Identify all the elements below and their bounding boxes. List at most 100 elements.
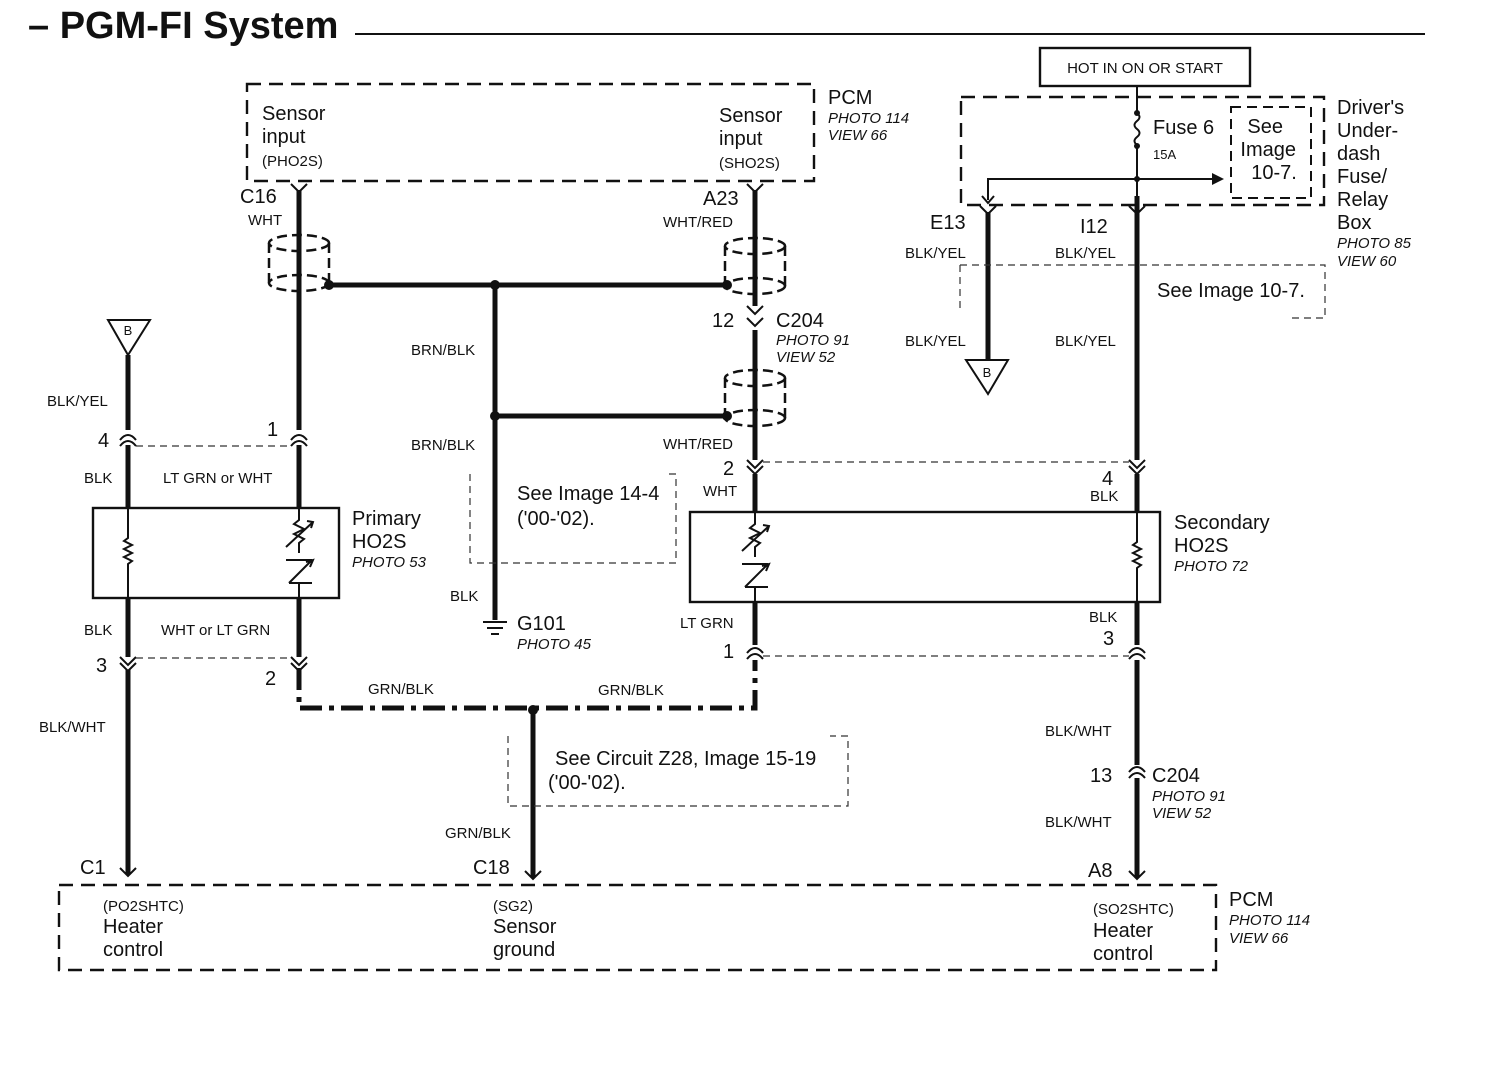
wire-label-blk-yel-e13-low: BLK/YEL xyxy=(905,333,966,350)
fuse-6-symbol xyxy=(1133,97,1141,196)
shield-drain-splice-top xyxy=(490,280,500,290)
ground-g101-photo: PHOTO 45 xyxy=(517,636,592,653)
note-z28: See Circuit Z28, Image 15-19 ('00-'02). xyxy=(548,748,822,794)
wire-label-lt-grn-mid: LT GRN xyxy=(680,615,734,632)
c204-top-view: VIEW 52 xyxy=(776,349,836,366)
pin-4-right-arrow xyxy=(1128,459,1146,470)
secondary-ho2s-box xyxy=(688,510,1162,604)
c204-bottom-pin-arc xyxy=(1128,766,1146,773)
pcm-top-label: PCM xyxy=(828,87,872,109)
shield-secondary-lower-dot xyxy=(722,411,732,421)
wire-label-blk-yel-left: BLK/YEL xyxy=(47,393,108,410)
pcm-top-left-input: Sensor input (PHO2S) xyxy=(262,103,331,170)
wire-label-brn-blk-2: BRN/BLK xyxy=(411,437,475,454)
pin-3-left: 3 xyxy=(96,655,107,677)
fuse-box-photo: PHOTO 85 xyxy=(1337,235,1412,252)
pin-2-mid-arrow xyxy=(746,459,764,470)
pcm-bottom-right: (SO2SHTC) Heater control xyxy=(1093,897,1179,965)
pin-4-right: 4 xyxy=(1102,468,1113,490)
fuse-box-view: VIEW 60 xyxy=(1337,253,1397,270)
c204-bottom-photo: PHOTO 91 xyxy=(1152,788,1226,805)
wire-label-blk-right-down: BLK xyxy=(1089,609,1117,626)
primary-ho2s-photo: PHOTO 53 xyxy=(352,554,427,571)
note-14-4: See Image 14-4 ('00-'02). xyxy=(517,483,665,530)
pin-3-right-arc xyxy=(1128,647,1146,654)
wire-label-blk-wht-right-1: BLK/WHT xyxy=(1045,723,1112,740)
wire-label-blk-yel-i12: BLK/YEL xyxy=(1055,245,1116,262)
fuse-box xyxy=(959,95,1326,207)
pin-3-left-arrow2 xyxy=(119,662,137,673)
wire-label-brn-blk-1: BRN/BLK xyxy=(411,342,475,359)
ground-g101-symbol xyxy=(483,621,507,635)
pcm-bottom-box xyxy=(57,883,1218,972)
fuse-see-box xyxy=(1230,106,1312,199)
wire-label-blk-yel-i12-low: BLK/YEL xyxy=(1055,333,1116,350)
primary-ho2s-box xyxy=(91,506,341,600)
pcm-bottom-left: (PO2SHTC) Heater control xyxy=(103,894,189,961)
pin-c16 xyxy=(290,183,308,194)
page-title: – PGM-FI System xyxy=(28,5,338,47)
connector-a8: A8 xyxy=(1088,860,1112,882)
pin-4-left-arc2 xyxy=(119,440,137,447)
wire-label-grn-blk-1: GRN/BLK xyxy=(368,681,434,698)
c204-top-label: C204 xyxy=(776,310,824,332)
pcm-top-view: VIEW 66 xyxy=(828,127,888,144)
connector-a23: A23 xyxy=(703,188,739,210)
pin-3-right-arc2 xyxy=(1128,653,1146,660)
splice-grn-blk xyxy=(528,705,538,715)
pin-1-mid-arc xyxy=(746,647,764,654)
pin-4-left-arc xyxy=(119,434,137,441)
note-10-7: See Image 10-7. xyxy=(1157,280,1305,302)
pin-2-left-arrow2 xyxy=(290,662,308,673)
fuse-6-term-bottom xyxy=(1134,143,1140,149)
c204-top-pin-lower xyxy=(746,317,764,328)
shield-secondary-drain-dot xyxy=(722,280,732,290)
primary-sensor-element xyxy=(286,558,315,598)
connector-i12: I12 xyxy=(1080,216,1108,238)
ground-symbol-right xyxy=(964,359,1010,396)
connector-c18: C18 xyxy=(473,857,510,879)
pin-2-left: 2 xyxy=(265,668,276,690)
ground-symbol-left xyxy=(106,319,152,357)
pcm-bottom-view: VIEW 66 xyxy=(1229,930,1289,947)
shield-drain-splice-lower xyxy=(490,411,500,421)
wire-label-lt-grn-or-wht: LT GRN or WHT xyxy=(163,470,272,487)
secondary-heater-resistor xyxy=(1130,512,1144,602)
pin-1-mid-arc2 xyxy=(746,653,764,660)
wire-label-blk-left-down: BLK xyxy=(84,622,112,639)
wire-label-blk-yel-e13: BLK/YEL xyxy=(905,245,966,262)
fuse-branch-e13 xyxy=(987,178,1137,200)
secondary-ho2s-photo: PHOTO 72 xyxy=(1174,558,1249,575)
pcm-bottom-middle: (SG2) Sensor ground xyxy=(493,894,562,961)
hot-label: HOT IN ON OR START xyxy=(1067,60,1223,77)
pin-3-right: 3 xyxy=(1103,628,1114,650)
c204-bottom-pin: 13 xyxy=(1090,765,1112,787)
pin-2-mid: 2 xyxy=(723,458,734,480)
fuse-see-note: See Image 10-7. xyxy=(1240,116,1301,184)
connector-e13: E13 xyxy=(930,212,966,234)
note-14-4-box xyxy=(469,473,677,564)
pin-c18 xyxy=(524,870,542,881)
pin-1-left: 1 xyxy=(267,419,278,441)
c204-bottom-label: C204 xyxy=(1152,765,1200,787)
ground-symbol-left-label: B xyxy=(124,323,133,338)
pin-i12 xyxy=(1128,205,1146,216)
wire-label-grn-blk-c18: GRN/BLK xyxy=(445,825,511,842)
fuse-6-amps: 15A xyxy=(1153,147,1176,162)
c204-bottom-view: VIEW 52 xyxy=(1152,805,1212,822)
pin-1-mid: 1 xyxy=(723,641,734,663)
connector-c16: C16 xyxy=(240,186,277,208)
pcm-bottom-photo: PHOTO 114 xyxy=(1229,912,1310,929)
pcm-bottom-label: PCM xyxy=(1229,889,1273,911)
wire-grn-blk-loop xyxy=(296,660,758,711)
secondary-ho2s-label: Secondary HO2S xyxy=(1174,512,1275,557)
pin-c1 xyxy=(119,867,137,878)
wire-label-blk-ground: BLK xyxy=(450,588,478,605)
fuse-box-label: Driver's Under- dash Fuse/ Relay Box xyxy=(1337,97,1410,234)
pin-4-left: 4 xyxy=(98,430,109,452)
c204-top-pin: 12 xyxy=(712,310,734,332)
pin-4-right-arrow2 xyxy=(1128,465,1146,476)
c204-top-pin-upper xyxy=(746,305,764,316)
pcm-top-photo: PHOTO 114 xyxy=(828,110,909,127)
